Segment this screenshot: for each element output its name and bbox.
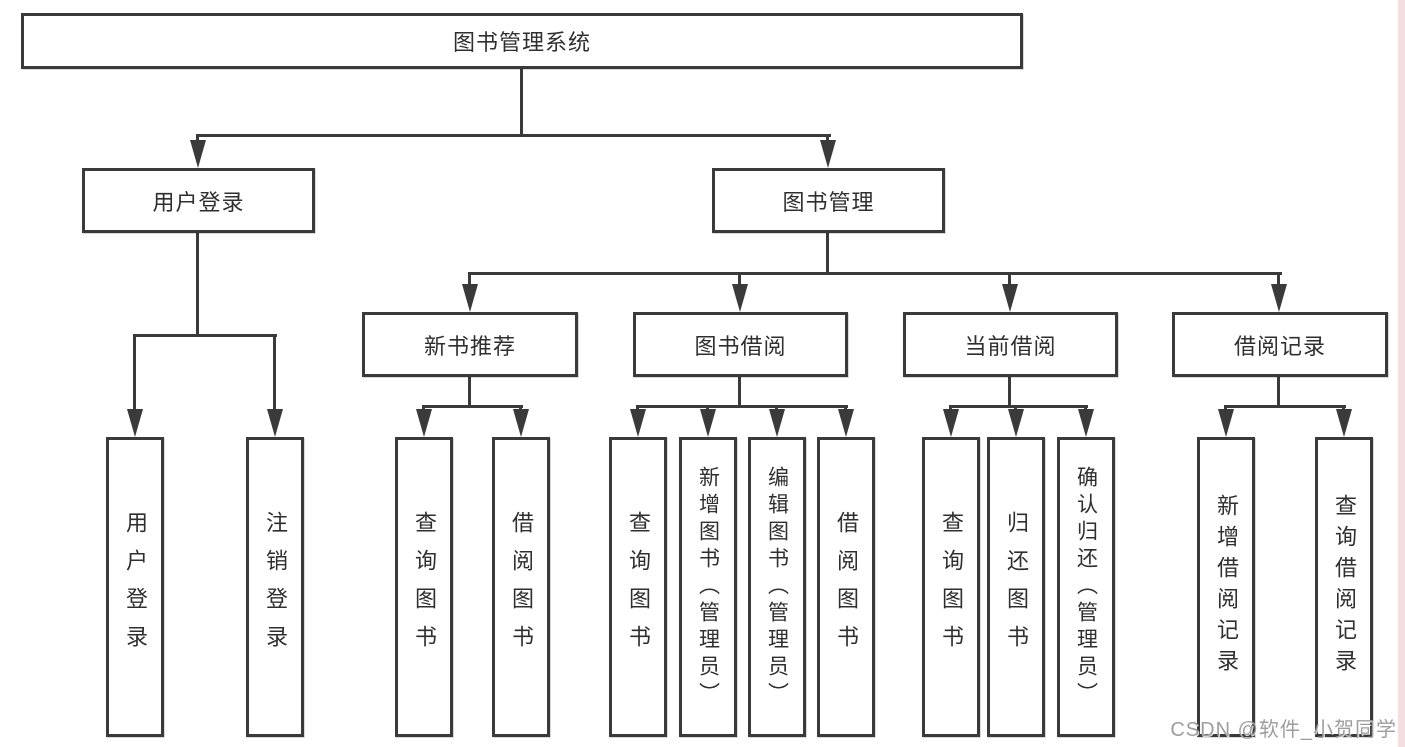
edge-line	[196, 233, 199, 337]
leaf-query-borrow-record: 查询借阅记录	[1315, 437, 1373, 737]
edge-line	[1224, 405, 1346, 408]
edge-line	[1277, 377, 1280, 408]
arrow-down-icon	[127, 409, 143, 437]
node-book-borrow: 图书借阅	[633, 312, 848, 377]
leaf-borrow-books: 借阅图书	[817, 437, 875, 737]
edge-line	[133, 334, 136, 414]
edge-line	[636, 405, 848, 408]
node-book-management: 图书管理	[712, 168, 945, 233]
arrow-down-icon	[700, 409, 716, 437]
node-root: 图书管理系统	[21, 13, 1023, 69]
node-user-login: 用户登录	[82, 168, 315, 233]
arrow-down-icon	[943, 409, 959, 437]
edge-line	[949, 405, 1088, 408]
arrow-down-icon	[820, 140, 836, 168]
leaf-add-borrow-record: 新增借阅记录	[1197, 437, 1255, 737]
edge-line	[422, 405, 523, 408]
csdn-watermark: CSDN @软件_小贺同学	[1170, 719, 1397, 741]
arrow-down-icon	[1271, 284, 1287, 312]
arrow-down-icon	[416, 409, 432, 437]
leaf-add-book-admin: 新增图书（管理员）	[679, 437, 737, 737]
node-new-book-recommend: 新书推荐	[362, 312, 578, 377]
edge-line	[1008, 272, 1011, 290]
leaf-query-books-current: 查询图书	[922, 437, 980, 737]
arrow-down-icon	[1336, 409, 1352, 437]
arrow-down-icon	[267, 409, 283, 437]
arrow-down-icon	[732, 284, 748, 312]
leaf-borrow-books-recommend: 借阅图书	[492, 437, 550, 737]
arrow-down-icon	[190, 140, 206, 168]
edge-line	[468, 377, 471, 408]
edge-line	[738, 377, 741, 408]
edge-line	[133, 334, 277, 337]
arrow-down-icon	[1218, 409, 1234, 437]
leaf-query-books-borrow: 查询图书	[609, 437, 667, 737]
arrow-down-icon	[513, 409, 529, 437]
node-current-borrow: 当前借阅	[903, 312, 1118, 377]
edge-line	[273, 334, 276, 414]
leaf-logout: 注销登录	[246, 437, 304, 737]
edge-line	[468, 272, 471, 290]
node-borrow-records: 借阅记录	[1172, 312, 1388, 377]
edge-line	[520, 69, 523, 136]
leaf-query-books-recommend: 查询图书	[395, 437, 453, 737]
arrow-down-icon	[462, 284, 478, 312]
edge-line	[468, 272, 1282, 275]
leaf-edit-book-admin: 编辑图书（管理员）	[748, 437, 806, 737]
edge-line	[197, 134, 831, 137]
edge-line	[1008, 377, 1011, 408]
arrow-down-icon	[630, 409, 646, 437]
arrow-down-icon	[1008, 409, 1024, 437]
leaf-return-books: 归还图书	[987, 437, 1045, 737]
edge-line	[1277, 272, 1280, 290]
edge-line	[738, 272, 741, 290]
edge-line	[826, 233, 829, 275]
leaf-confirm-return-admin: 确认归还（管理员）	[1057, 437, 1115, 737]
arrow-down-icon	[1002, 284, 1018, 312]
leaf-user-login: 用户登录	[106, 437, 164, 737]
arrow-down-icon	[769, 409, 785, 437]
right-edge-strip	[1398, 0, 1405, 747]
arrow-down-icon	[1078, 409, 1094, 437]
arrow-down-icon	[838, 409, 854, 437]
